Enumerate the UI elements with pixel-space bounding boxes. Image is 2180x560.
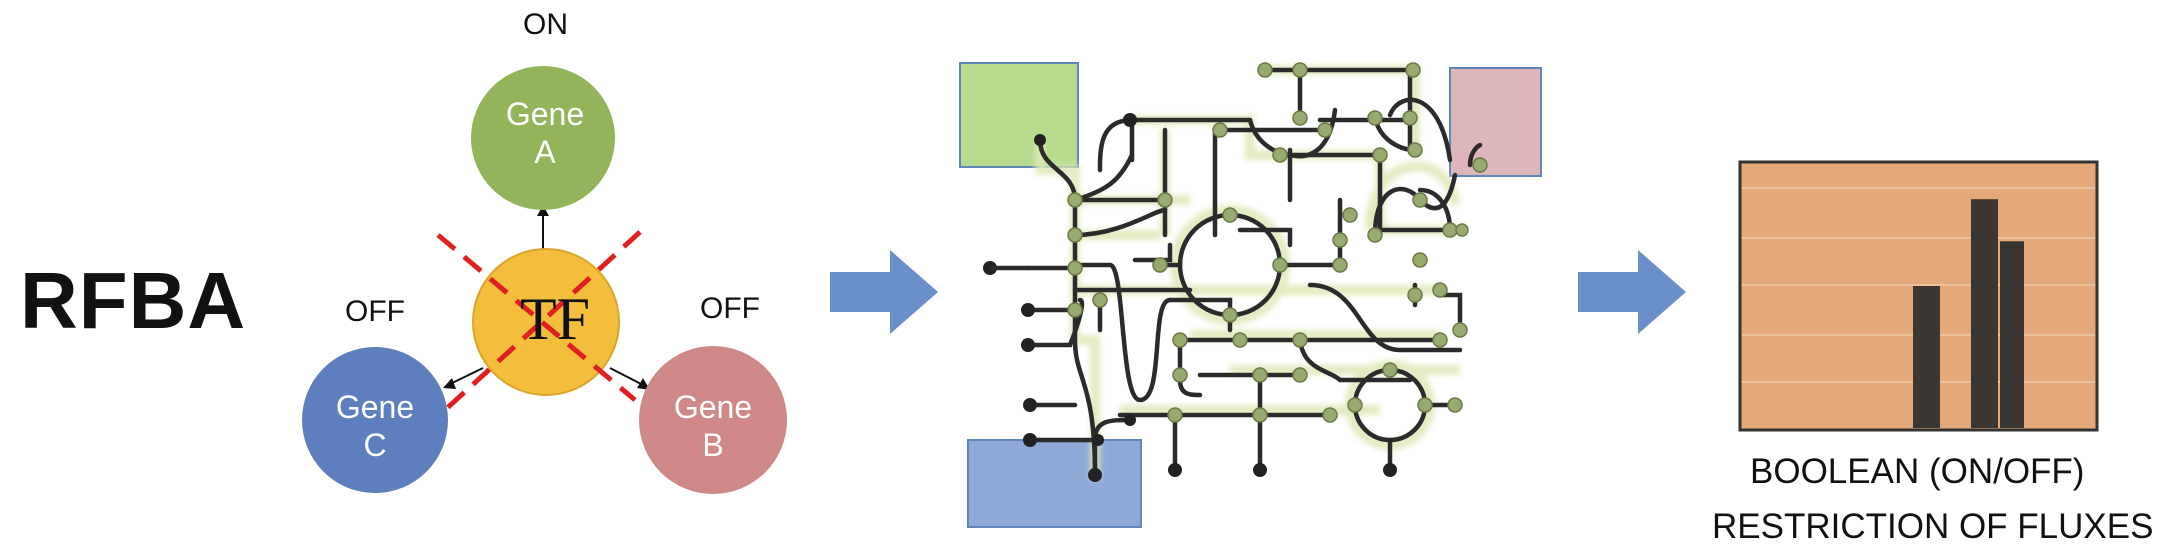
arrowhead-gene-c	[443, 378, 456, 389]
gene-c-label-line1: Gene	[335, 389, 415, 425]
gene-b-state-label: OFF	[700, 292, 760, 325]
gene-a-node	[471, 66, 615, 210]
gene-b-label-line1: Gene	[673, 389, 753, 425]
arrowhead-gene-b	[637, 378, 650, 390]
gene-b-node	[639, 346, 787, 494]
gene-a-label-line2: A	[534, 134, 556, 170]
flux-chart-gridlines	[1742, 187, 2095, 383]
gene-a-label-line1: Gene	[505, 96, 585, 132]
process-arrow-1	[830, 250, 938, 334]
arrow-tf-to-gene-c	[447, 367, 484, 386]
arrowhead-gene-a	[537, 205, 549, 216]
metabolic-network	[959, 62, 1542, 528]
flux-bar	[2000, 241, 2024, 428]
gene-c-state-label: OFF	[345, 295, 405, 328]
arrow-tf-to-gene-b	[609, 367, 644, 386]
flux-bar	[1971, 199, 1998, 428]
gene-c-label: Gene C	[300, 388, 450, 464]
gene-b-label: Gene B	[638, 388, 788, 464]
gene-a-state-label: ON	[523, 8, 568, 41]
knockout-mark	[436, 233, 637, 402]
flux-bar	[1913, 285, 1940, 428]
method-title: RFBA	[20, 256, 247, 345]
flux-caption-line2: RESTRICTION OF FLUXES	[1712, 507, 2154, 546]
flux-chart	[1738, 160, 2099, 432]
input-metabolite-box-green	[959, 62, 1079, 168]
input-metabolite-box-blue	[967, 439, 1142, 528]
regulation-diagram	[302, 66, 787, 494]
metabolite-node-group-dark	[983, 113, 1397, 482]
gene-c-node	[302, 347, 448, 493]
metabolite-node-group-green	[1067, 62, 1488, 423]
output-metabolite-box-pink	[1449, 67, 1542, 177]
knockout-mark	[443, 230, 642, 412]
process-arrow-2	[1578, 250, 1686, 334]
gene-a-label: Gene A	[470, 95, 620, 171]
tf-label: TF	[519, 286, 591, 352]
gene-b-label-line2: B	[702, 427, 724, 463]
gene-c-label-line2: C	[363, 427, 387, 463]
flux-caption-line1: BOOLEAN (ON/OFF)	[1750, 452, 2085, 491]
